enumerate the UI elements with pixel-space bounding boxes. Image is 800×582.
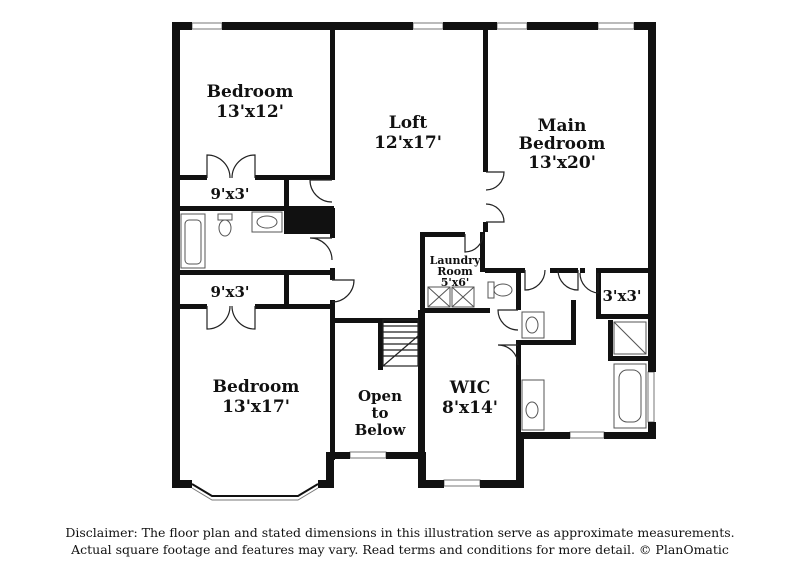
bay-window: [191, 483, 319, 501]
room-size-laundry: 5'x6': [441, 276, 470, 289]
disclaimer-line-2: Actual square footage and features may v…: [71, 542, 729, 557]
room-name-main-2: Bedroom: [519, 134, 606, 154]
toilet-icon: [493, 283, 513, 297]
window: [412, 22, 444, 30]
room-size-closet-mid: 9'x3': [210, 283, 249, 301]
window: [597, 22, 635, 30]
disclaimer: Disclaimer: The floor plan and stated di…: [0, 524, 800, 558]
stairs: [382, 319, 419, 367]
window: [349, 451, 387, 459]
window: [443, 479, 481, 487]
room-name-bedroom-bottom: Bedroom: [213, 377, 300, 397]
window: [569, 431, 605, 439]
outer-walls: [172, 22, 656, 488]
window: [191, 22, 223, 30]
window: [496, 22, 528, 30]
floor-plan: Bedroom 13'x12' Loft 12'x17' Main Bedroo…: [172, 22, 656, 501]
room-name-laundry-1: Laundry: [430, 254, 481, 267]
room-size-loft: 12'x17': [374, 133, 442, 153]
room-size-bedroom-top: 13'x12': [216, 102, 284, 122]
toilet-icon: [218, 219, 232, 237]
room-name-laundry-2: Room: [437, 265, 473, 278]
open-to-below-line1: Open: [358, 387, 402, 405]
room-name-bedroom-top: Bedroom: [207, 82, 294, 102]
room-size-closet-main: 3'x3': [602, 287, 641, 305]
room-name-main-1: Main: [538, 116, 587, 136]
fixtures: [180, 211, 647, 431]
sink-icon: [525, 316, 539, 334]
room-size-main: 13'x20': [528, 153, 596, 173]
windows: [191, 22, 655, 487]
sink-icon: [256, 215, 278, 229]
room-size-bedroom-bottom: 13'x17': [222, 397, 290, 417]
room-size-wic: 8'x14': [442, 398, 498, 418]
room-size-closet-top: 9'x3': [210, 185, 249, 203]
open-to-below-line3: Below: [355, 421, 407, 439]
open-to-below-line2: to: [372, 404, 389, 422]
interior-walls: [177, 22, 653, 460]
window: [647, 371, 655, 423]
doors: [206, 154, 599, 366]
disclaimer-line-1: Disclaimer: The floor plan and stated di…: [65, 525, 735, 540]
room-labels: Bedroom 13'x12' Loft 12'x17' Main Bedroo…: [207, 82, 642, 439]
sink-icon: [525, 401, 539, 419]
room-name-wic: WIC: [449, 378, 491, 398]
room-name-loft: Loft: [389, 113, 428, 133]
